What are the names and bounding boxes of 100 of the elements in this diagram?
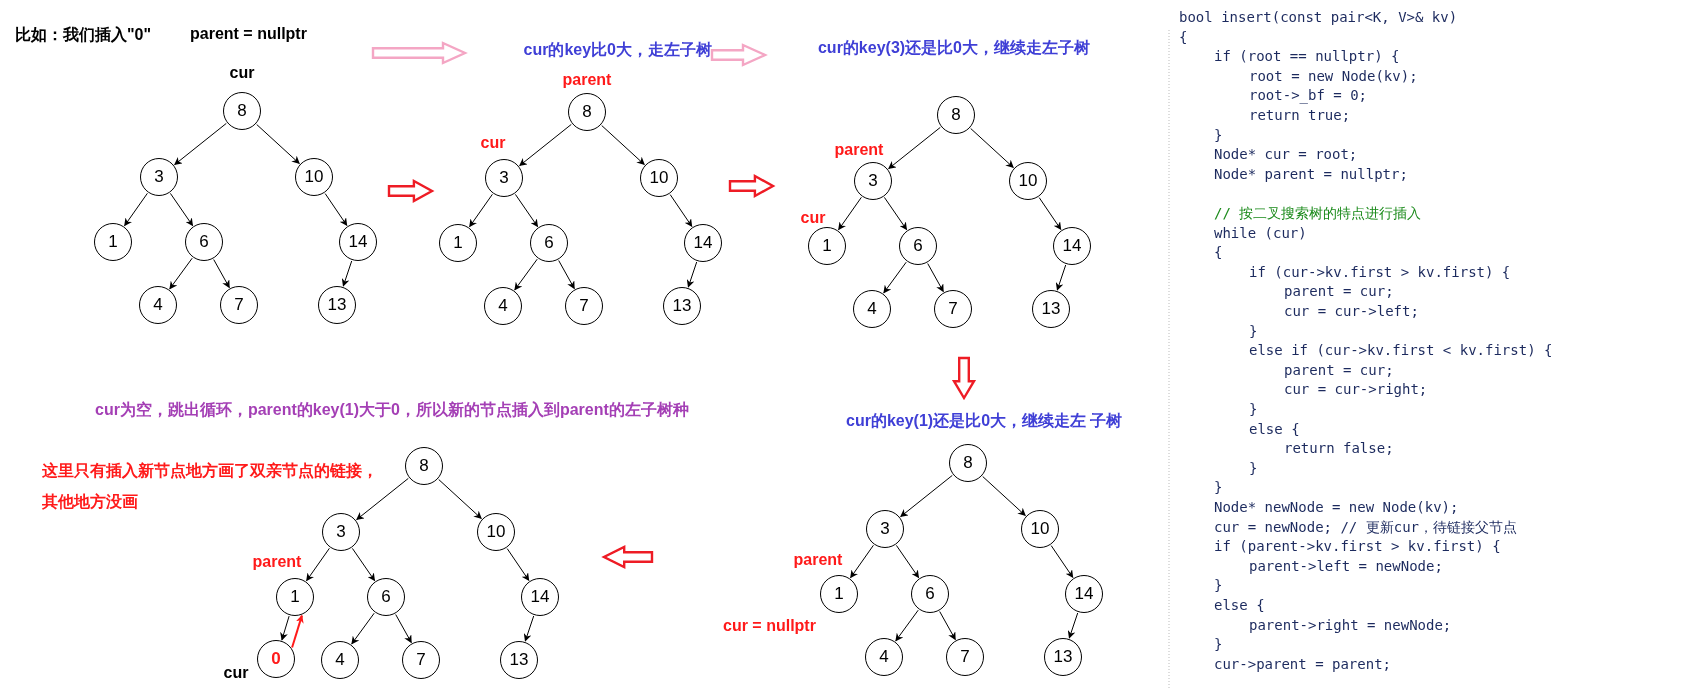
arrow [838,196,862,231]
tree-node: 8 [949,444,987,482]
tree-node: 7 [946,638,984,676]
arrow [469,193,493,228]
tree-node: 7 [565,287,603,325]
tree-node: 10 [295,158,333,196]
pointer-label: cur [480,134,506,152]
tree-node: 3 [322,513,360,551]
arrow [256,124,300,165]
code-line: cur = cur->left; [1284,302,1419,321]
code-line: if (parent->kv.first > kv.first) { [1214,537,1501,557]
pointer-label: cur [229,64,255,82]
tree-node: 7 [220,286,258,324]
code-line: while (cur) [1214,223,1307,243]
block-arrow [951,356,977,401]
arrow [982,476,1026,517]
arrow [927,263,944,293]
code-line: cur = newNode; // 更新cur，待链接父节点 [1214,517,1517,537]
arrow [291,614,304,649]
arrow [1067,612,1079,639]
step-caption: cur的key(1)还是比0大，继续走左 子树 [846,411,1123,431]
tree-node: 13 [663,287,701,325]
arrow [324,193,348,227]
tree-node: 7 [934,290,972,328]
tree-node: 4 [853,290,891,328]
tree-node: 13 [318,286,356,324]
tree-node: 6 [367,578,405,616]
arrow [558,260,575,290]
arrow [686,261,698,288]
code-line: { [1214,243,1223,263]
arrow [883,261,907,294]
code-line: parent = cur; [1284,282,1394,302]
code-line: else { [1214,596,1265,615]
tree-node: 6 [911,575,949,613]
pointer-label: cur [800,209,826,227]
arrow [1055,264,1067,291]
code-line: return false; [1284,439,1394,459]
arrow [888,126,941,170]
tree-node: 6 [530,224,568,262]
arrow [124,192,148,227]
arrow [883,196,908,231]
tree-node: 8 [405,447,443,485]
code-line: return true; [1249,106,1351,125]
pointer-label: parent [562,71,612,89]
code-line: } [1214,478,1223,498]
tree-node: 13 [1032,290,1070,328]
code-line: else { [1249,419,1300,439]
tree-node: 6 [185,223,223,261]
arrow [306,547,330,582]
code-line: if (root == nullptr) { [1214,47,1400,67]
arrow [351,547,376,582]
tree-node: 0 [257,640,295,678]
arrow [850,544,874,579]
arrow [895,544,920,579]
code-line: bool insert(const pair<K, V>& kv) [1179,8,1458,27]
code-line: } [1214,576,1223,596]
block-arrow [710,43,768,67]
pointer-label: cur = nullptr [723,617,816,635]
block-arrow [601,545,654,569]
code-line: } [1214,635,1223,655]
code-line: Node* parent = nullptr; [1214,164,1408,184]
tree-node: 1 [439,224,477,262]
tree-node: 14 [339,223,377,261]
arrow [939,611,956,641]
block-arrow [371,41,468,65]
code-line: } [1214,125,1223,145]
tree-node: 14 [684,224,722,262]
tree-node: 13 [500,641,538,679]
note-text: 其他地方没画 [42,492,138,512]
pointer-label: cur [223,664,249,682]
tree-node: 3 [866,510,904,548]
arrow [514,258,538,291]
code-line: // 按二叉搜索树的特点进行插入 [1214,204,1422,223]
arrow [900,474,953,518]
arrow [506,548,530,582]
tree-node: 1 [820,575,858,613]
code-line: } [1249,458,1258,478]
arrow [514,193,539,228]
tree-node: 8 [568,93,606,131]
arrow [519,123,572,167]
arrow [601,125,645,166]
tree-node: 8 [937,96,975,134]
code-line: } [1249,400,1258,419]
tree-node: 4 [865,638,903,676]
arrow [169,192,194,227]
tree-node: 10 [1021,510,1059,548]
tree-node: 1 [276,578,314,616]
tree-node: 4 [139,286,177,324]
arrow [669,194,693,228]
code-line: parent = cur; [1284,360,1394,380]
step-caption: cur的key比0大，走左子树 [465,40,712,66]
arrow [438,479,482,520]
arrow [280,615,290,641]
code-line: if (cur->kv.first > kv.first) { [1249,262,1511,282]
code-line: parent->left = newNode; [1249,556,1443,576]
tree-node: 3 [140,158,178,196]
tree-node: 10 [477,513,515,551]
tree-node: 4 [321,641,359,679]
code-line: } [1249,321,1258,341]
code-line: cur = cur->right; [1284,380,1428,400]
